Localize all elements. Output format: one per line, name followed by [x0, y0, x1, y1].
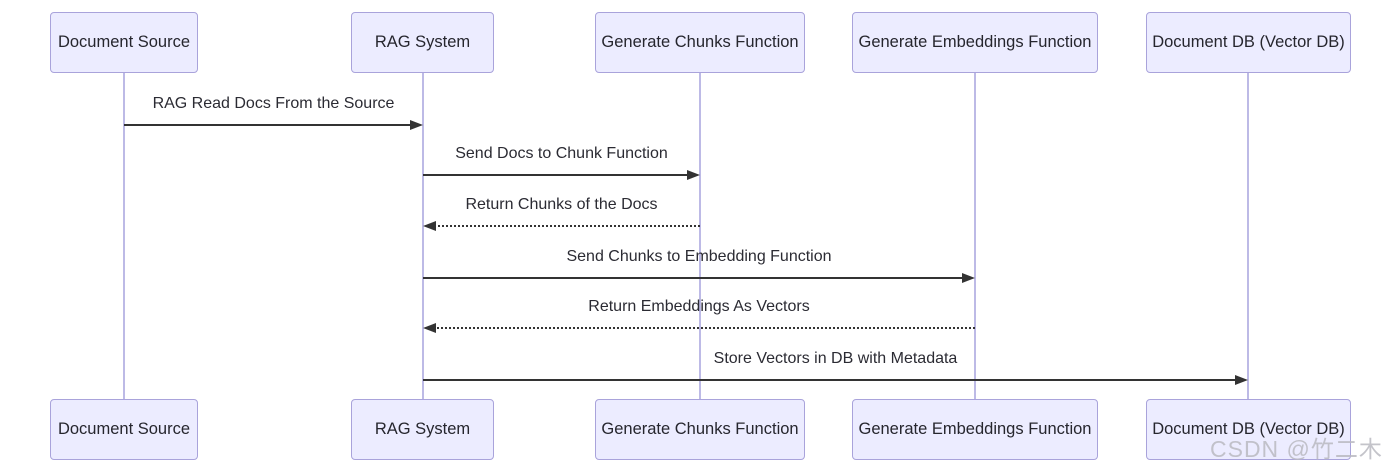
lifeline-document-db	[1247, 73, 1249, 399]
message-line-return-chunks	[433, 225, 700, 227]
actor-bottom-rag-system: RAG System	[351, 399, 494, 460]
actor-label: Document Source	[57, 33, 191, 51]
actor-top-document-source: Document Source	[50, 12, 198, 73]
message-line-return-embeddings	[433, 327, 975, 329]
message-line-send-docs-to-chunk	[423, 174, 690, 176]
actor-label: RAG System	[374, 33, 471, 51]
message-line-store-vectors	[423, 379, 1238, 381]
message-label-return-embeddings: Return Embeddings As Vectors	[588, 298, 810, 315]
message-label-send-chunks-to-embedding: Send Chunks to Embedding Function	[566, 248, 832, 265]
actor-label: Document Source	[57, 420, 191, 438]
actor-bottom-document-source: Document Source	[50, 399, 198, 460]
actor-label: Document DB (Vector DB)	[1152, 33, 1345, 51]
arrowhead-right-icon	[962, 273, 975, 283]
arrowhead-left-icon	[423, 323, 436, 333]
actor-top-rag-system: RAG System	[351, 12, 494, 73]
arrowhead-left-icon	[423, 221, 436, 231]
actor-label: Document DB (Vector DB)	[1152, 420, 1345, 438]
csdn-watermark: CSDN @竹二木	[1210, 436, 1383, 462]
lifeline-rag-system	[422, 73, 424, 399]
arrowhead-right-icon	[687, 170, 700, 180]
message-label-store-vectors: Store Vectors in DB with Metadata	[713, 350, 958, 367]
message-label-send-docs-to-chunk: Send Docs to Chunk Function	[455, 145, 668, 162]
lifeline-document-source	[123, 73, 125, 399]
message-label-return-chunks: Return Chunks of the Docs	[465, 196, 658, 213]
arrowhead-right-icon	[1235, 375, 1248, 385]
actor-top-generate-chunks-function: Generate Chunks Function	[595, 12, 805, 73]
actor-label: Generate Chunks Function	[601, 420, 799, 438]
message-line-rag-read-docs	[124, 124, 413, 126]
message-line-send-chunks-to-embedding	[423, 277, 965, 279]
actor-bottom-generate-chunks-function: Generate Chunks Function	[595, 399, 805, 460]
actor-label: Generate Chunks Function	[601, 33, 799, 51]
actor-label: Generate Embeddings Function	[858, 420, 1092, 438]
actor-top-generate-embeddings-function: Generate Embeddings Function	[852, 12, 1098, 73]
message-label-rag-read-docs: RAG Read Docs From the Source	[152, 95, 395, 112]
actor-bottom-document-db: Document DB (Vector DB)	[1146, 399, 1351, 460]
lifeline-generate-embeddings-function	[974, 73, 976, 399]
actor-label: RAG System	[374, 420, 471, 438]
actor-bottom-generate-embeddings-function: Generate Embeddings Function	[852, 399, 1098, 460]
arrowhead-right-icon	[410, 120, 423, 130]
actor-top-document-db: Document DB (Vector DB)	[1146, 12, 1351, 73]
actor-label: Generate Embeddings Function	[858, 33, 1092, 51]
lifeline-generate-chunks-function	[699, 73, 701, 399]
